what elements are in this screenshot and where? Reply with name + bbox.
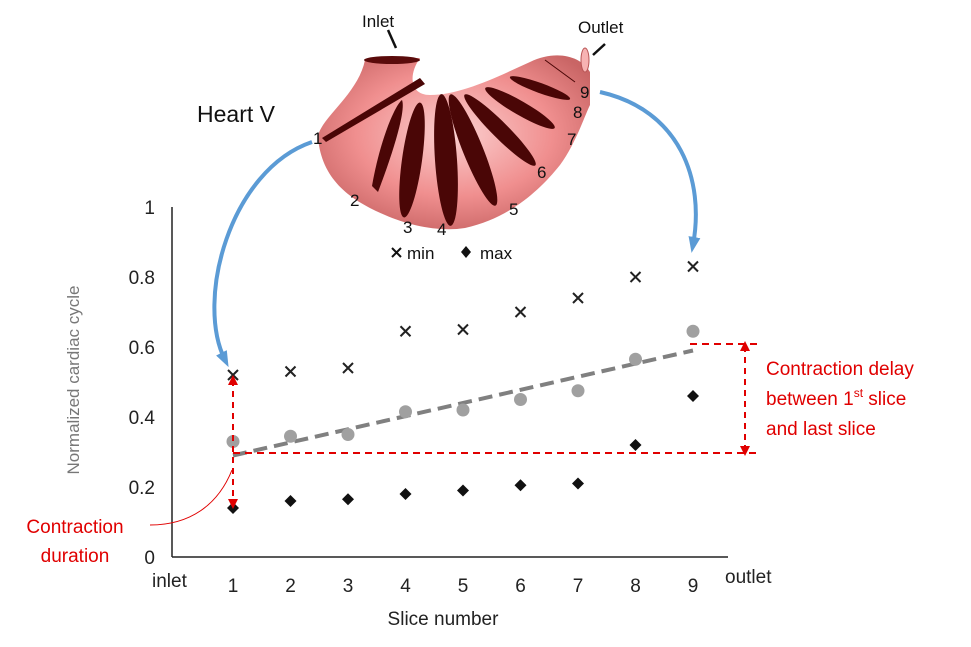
- x-tick-label: 7: [573, 576, 584, 597]
- x-tick-label: 1: [228, 576, 239, 597]
- legend-max-label: max: [480, 244, 513, 263]
- x-tick-label: 6: [515, 576, 526, 597]
- heart-slice-number: 4: [437, 220, 446, 239]
- x-left-label: inlet: [152, 571, 188, 592]
- x-tick-label: 9: [688, 576, 699, 597]
- point-min: [572, 292, 584, 304]
- point-max: [514, 479, 527, 492]
- outlet-pointer: [592, 43, 606, 56]
- slice-band-6: [464, 94, 536, 166]
- point-max: [284, 495, 297, 507]
- point-min: [284, 365, 297, 378]
- duration-label-2: duration: [41, 546, 110, 567]
- x-tick-label: 3: [343, 576, 354, 597]
- y-axis-title: Normalized cardiac cycle: [64, 286, 83, 475]
- slice-bands: [322, 76, 571, 226]
- delay-label-2: between 1st slice: [766, 386, 906, 410]
- point-circle: [629, 352, 642, 366]
- trendline: [232, 348, 694, 458]
- point-max: [342, 493, 354, 506]
- slice-band-7: [485, 87, 555, 129]
- legend-max-marker: [461, 246, 471, 258]
- outlet-opening: [580, 47, 590, 73]
- blue-arrow-right: [599, 90, 701, 253]
- x-tick-label: 8: [630, 576, 641, 597]
- delay-label-3: and last slice: [766, 419, 876, 440]
- heart-slice-number: 5: [509, 200, 518, 219]
- x-axis-title: Slice number: [388, 609, 500, 630]
- y-tick-label: 0: [144, 548, 155, 569]
- inlet-label: Inlet: [362, 12, 394, 31]
- blue-arrow-left: [212, 140, 313, 368]
- y-tick-label: 1: [144, 198, 155, 219]
- point-circle: [686, 324, 700, 338]
- point-max: [572, 477, 584, 490]
- heart-slice-number: 7: [567, 130, 576, 149]
- slice-band-1: [322, 78, 425, 142]
- duration-label-1: Contraction: [26, 517, 123, 538]
- slice-band-3: [399, 102, 425, 218]
- point-min: [514, 306, 527, 318]
- x-tick-label: 2: [285, 576, 296, 597]
- heart-slice-number: 1: [313, 129, 322, 148]
- slice-band-5: [448, 94, 498, 206]
- outlet-label: Outlet: [578, 18, 624, 37]
- slice-number-labels: 1 2 3 4 56 7 89: [313, 83, 589, 239]
- point-circle: [571, 384, 585, 398]
- heart-slice-number: 6: [537, 163, 546, 182]
- y-tick-label: 0.4: [129, 408, 156, 429]
- point-max: [687, 390, 699, 402]
- annotations: Contraction duration Contraction delay b…: [26, 341, 914, 567]
- x-tick-label: 4: [400, 576, 411, 597]
- duration-leader: [149, 469, 233, 526]
- point-min: [457, 323, 469, 336]
- scatter-chart: 0 0.2 0.4 0.6 0.8 1 1 2 3 4 5 6 7 8 9 inlet outlet Sl…: [64, 198, 772, 630]
- heart-illustration: Heart V Inlet Outlet 1 2 3 4 56 7 89: [197, 12, 624, 239]
- slice-band-4: [434, 94, 458, 226]
- point-circle: [456, 403, 470, 417]
- point-min: [227, 369, 239, 381]
- heart-slice-number: 3: [403, 218, 412, 237]
- x-tick-labels: 1 2 3 4 5 6 7 8 9: [228, 576, 699, 597]
- point-min: [629, 271, 642, 283]
- slice-line-9: [544, 59, 576, 83]
- delay-label-1: Contraction delay: [766, 359, 914, 380]
- point-circle: [399, 405, 412, 419]
- point-circle: [514, 393, 527, 406]
- point-circle: [284, 429, 297, 443]
- y-tick-labels: 0 0.2 0.4 0.6 0.8 1: [129, 198, 156, 569]
- inlet-pointer: [386, 29, 398, 49]
- delay-label-2-suffix: slice: [863, 389, 906, 410]
- point-max: [457, 484, 469, 497]
- point-min: [342, 362, 354, 374]
- delay-label-2-sup: st: [854, 386, 864, 400]
- point-circle: [341, 428, 355, 441]
- x-tick-label: 5: [458, 576, 469, 597]
- y-tick-label: 0.6: [129, 338, 155, 359]
- heart-title: Heart V: [197, 101, 276, 127]
- y-tick-label: 0.8: [129, 268, 155, 289]
- heart-slice-number: 2: [350, 191, 359, 210]
- y-tick-label: 0.2: [129, 478, 155, 499]
- heart-slice-number: 8: [573, 103, 582, 122]
- slice-band-8: [509, 76, 571, 100]
- point-min: [399, 325, 412, 337]
- slice-band-2: [372, 100, 403, 192]
- x-right-label: outlet: [725, 567, 772, 588]
- trendline-layer: [232, 348, 694, 458]
- legend-min-marker: [391, 247, 402, 258]
- legend-min-label: min: [407, 244, 434, 263]
- point-max: [629, 439, 642, 451]
- point-min: [687, 260, 699, 273]
- inlet-opening: [364, 56, 420, 64]
- delay-label-2-prefix: between 1: [766, 389, 854, 410]
- legend: min max: [391, 244, 513, 263]
- data-points: [226, 260, 700, 514]
- heart-slice-number: 9: [580, 83, 589, 102]
- point-max: [399, 488, 412, 500]
